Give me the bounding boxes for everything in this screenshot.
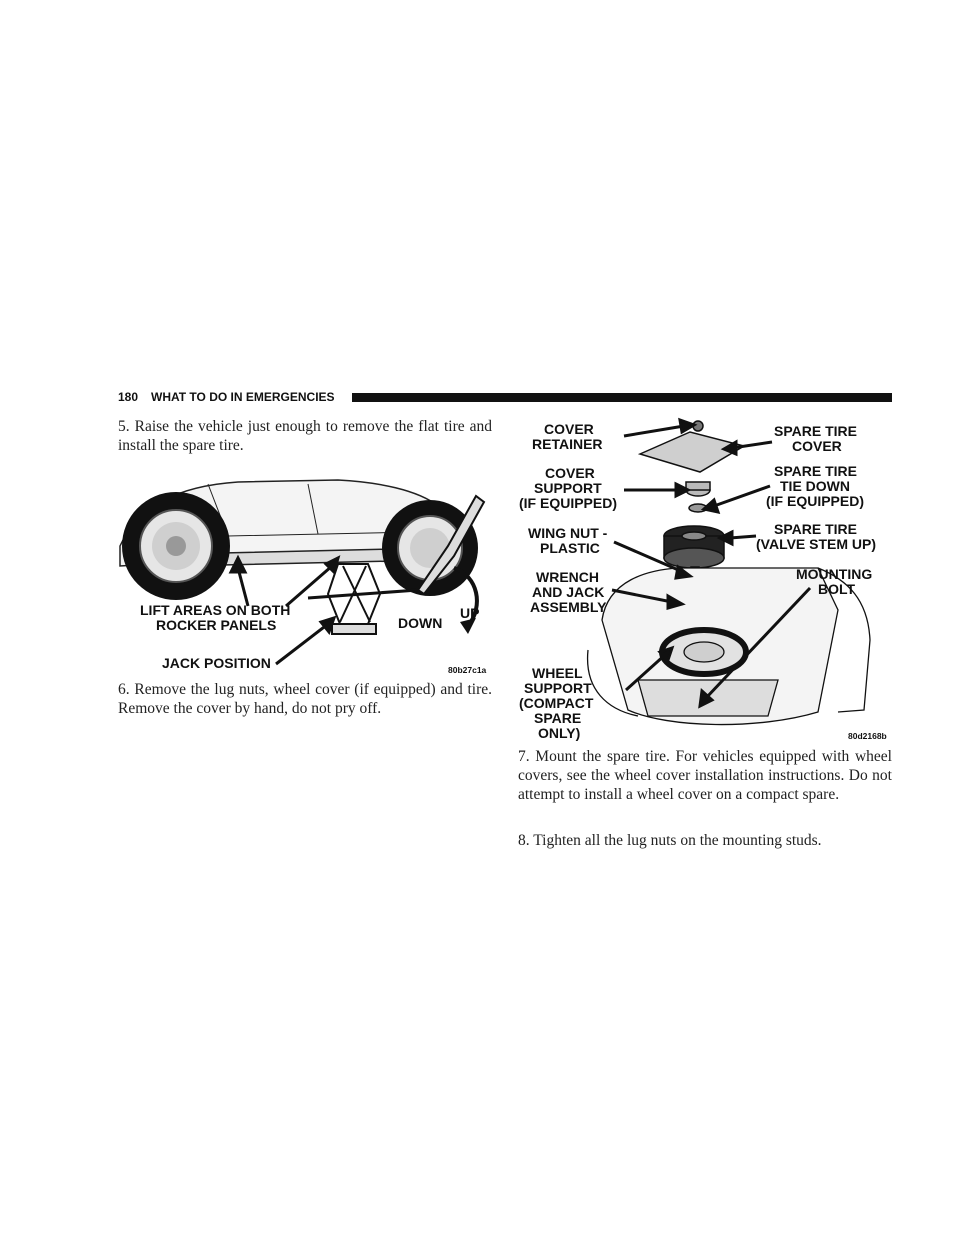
rotation-arrowhead-icon — [460, 618, 476, 634]
label-wheel-support-5: ONLY) — [538, 725, 580, 741]
step-7-text: 7. Mount the spare tire. For vehicles eq… — [518, 748, 892, 803]
label-cover-retainer-1: COVER — [544, 421, 594, 437]
figure-code: 80d2168b — [848, 731, 887, 741]
label-spare-cover-1: SPARE TIRE — [774, 423, 857, 439]
page-header: 180 WHAT TO DO IN EMERGENCIES — [118, 389, 892, 405]
label-wrench-2: AND JACK — [532, 584, 604, 600]
label-valve-2: (VALVE STEM UP) — [756, 536, 876, 552]
label-cover-support-2: SUPPORT — [534, 480, 602, 496]
label-tie-down-2: TIE DOWN — [780, 478, 850, 494]
label-tie-down-3: (IF EQUIPPED) — [766, 493, 864, 509]
label-wheel-support-4: SPARE — [534, 710, 581, 726]
callout-arrows — [611, 417, 812, 709]
step-6-text: 6. Remove the lug nuts, wheel cover (if … — [118, 681, 492, 717]
label-lift-areas-line1: LIFT AREAS ON BOTH — [140, 602, 290, 618]
page-number: 180 — [118, 390, 139, 404]
callout-arrows — [228, 554, 341, 666]
header-rule — [352, 393, 892, 402]
label-spare-cover-2: COVER — [792, 438, 842, 454]
label-tie-down-1: SPARE TIRE — [774, 463, 857, 479]
rear-wheel-illustration — [122, 492, 230, 600]
left-callout-labels: COVER RETAINER COVER SUPPORT (IF EQUIPPE… — [519, 421, 617, 741]
label-jack-position: JACK POSITION — [162, 655, 271, 671]
section-title: WHAT TO DO IN EMERGENCIES — [151, 390, 335, 404]
right-callout-labels: SPARE TIRE COVER SPARE TIRE TIE DOWN (IF… — [756, 423, 876, 597]
label-wing-nut-2: PLASTIC — [540, 540, 600, 556]
step-8-text: 8. Tighten all the lug nuts on the mount… — [518, 832, 822, 849]
scissor-jack-illustration — [307, 494, 486, 635]
label-wrench-1: WRENCH — [536, 569, 599, 585]
figure-code: 80b27c1a — [448, 665, 487, 675]
label-mounting-bolt-1: MOUNTING — [796, 566, 872, 582]
label-cover-support-1: COVER — [545, 465, 595, 481]
label-wheel-support-3: (COMPACT — [519, 695, 594, 711]
label-lift-areas-line2: ROCKER PANELS — [156, 617, 276, 633]
label-cover-support-3: (IF EQUIPPED) — [519, 495, 617, 511]
label-wrench-3: ASSEMBLY — [530, 599, 607, 615]
step-5-text: 5. Raise the vehicle just enough to remo… — [118, 418, 492, 454]
jack-position-figure: LIFT AREAS ON BOTH ROCKER PANELS UP DOWN… — [118, 476, 492, 676]
label-wing-nut-1: WING NUT - — [528, 525, 608, 541]
label-up: UP — [460, 605, 479, 621]
label-wheel-support-1: WHEEL — [532, 665, 583, 681]
label-wheel-support-2: SUPPORT — [524, 680, 592, 696]
label-valve-1: SPARE TIRE — [774, 521, 857, 537]
front-wheel-illustration — [382, 500, 478, 596]
spare-tire-assembly-figure: COVER RETAINER COVER SUPPORT (IF EQUIPPE… — [518, 410, 892, 745]
label-cover-retainer-2: RETAINER — [532, 436, 603, 452]
label-down: DOWN — [398, 615, 442, 631]
label-mounting-bolt-2: BOLT — [818, 581, 856, 597]
